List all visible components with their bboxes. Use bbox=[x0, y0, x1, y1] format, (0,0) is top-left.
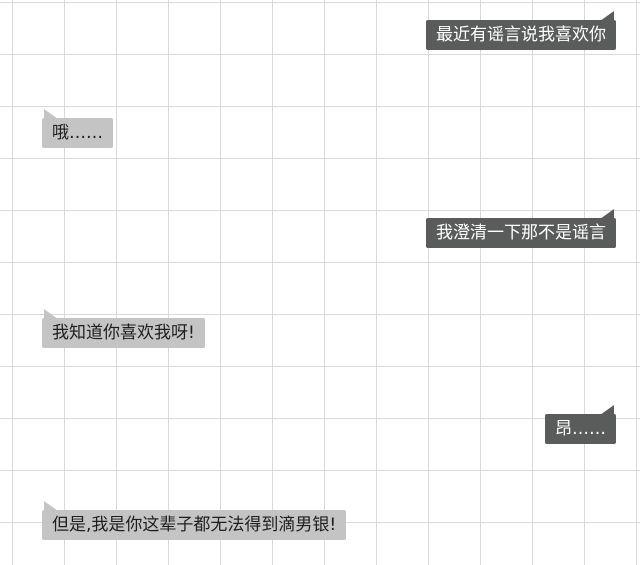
bubble-tail bbox=[44, 109, 58, 119]
bubble-tail bbox=[600, 405, 614, 415]
message-bubble-incoming: 但是,我是你这辈子都无法得到滴男银! bbox=[42, 501, 347, 540]
message-bubble-outgoing: 最近有谣言说我喜欢你 bbox=[426, 11, 616, 50]
message-text: 我澄清一下那不是谣言 bbox=[436, 223, 606, 243]
message-bubble-outgoing: 昂…… bbox=[545, 405, 616, 444]
bubble-tail bbox=[600, 209, 614, 219]
message-text: 我知道你喜欢我呀! bbox=[52, 323, 195, 343]
message-text: 最近有谣言说我喜欢你 bbox=[436, 25, 606, 45]
bubble-tail bbox=[44, 501, 58, 511]
message-text: 昂…… bbox=[555, 419, 606, 439]
bubble-tail bbox=[600, 11, 614, 21]
message-bubble-incoming: 我知道你喜欢我呀! bbox=[42, 309, 205, 348]
message-text: 哦…… bbox=[52, 123, 103, 143]
bubble-tail bbox=[44, 309, 58, 319]
message-text: 但是,我是你这辈子都无法得到滴男银! bbox=[52, 515, 337, 535]
message-bubble-outgoing: 我澄清一下那不是谣言 bbox=[426, 209, 616, 248]
message-bubble-incoming: 哦…… bbox=[42, 109, 113, 148]
